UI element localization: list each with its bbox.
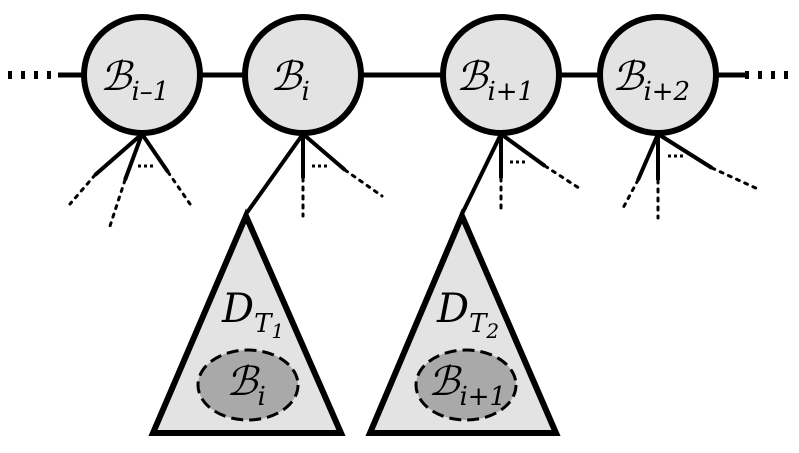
svg-text:ℬi+1: ℬi+1 <box>428 359 506 412</box>
tree-2-subscript: T <box>469 309 488 339</box>
tree-triangle-1: DT1 ℬi <box>148 208 346 436</box>
node-1-subscript: i–1 <box>131 77 169 107</box>
node-1-branches <box>68 132 192 228</box>
node-3-symbol: ℬ <box>456 54 490 100</box>
svg-text:DT1: DT1 <box>221 286 284 343</box>
svg-text:ℬi+2: ℬi+2 <box>612 54 690 107</box>
tree-1-subscript: T <box>254 309 273 339</box>
node-3-branches <box>460 132 584 216</box>
node-4-subscript: i+2 <box>643 77 690 107</box>
svg-text:ℬi+1: ℬi+1 <box>456 54 534 107</box>
node-1-symbol: ℬ <box>100 54 134 100</box>
node-2-symbol: ℬ <box>270 54 304 100</box>
node-4-symbol: ℬ <box>612 54 646 100</box>
tree-1-inner-ellipse <box>196 348 300 422</box>
node-2-branches <box>244 132 384 218</box>
chain-node-4: ℬi+2 <box>597 14 719 136</box>
tree-2-inner-symbol: ℬ <box>428 359 462 405</box>
svg-text:ℬi: ℬi <box>270 54 310 107</box>
tree-1-symbol: D <box>221 286 254 332</box>
tree-2-inner-subscript: i+1 <box>459 382 506 412</box>
node-2-subscript: i <box>301 77 309 107</box>
chain-node-2: ℬi <box>242 14 364 136</box>
tree-2-symbol: D <box>436 286 469 332</box>
tree-2-inner-ellipse <box>414 348 518 422</box>
tree-1-inner-symbol: ℬ <box>226 359 260 405</box>
node-4-branches <box>620 132 762 220</box>
chain-node-3: ℬi+1 <box>440 14 562 136</box>
tree-1-subsubscript: 1 <box>271 319 284 343</box>
chain-node-1: ℬi–1 <box>81 14 203 136</box>
svg-text:ℬi: ℬi <box>226 359 266 412</box>
tree-triangle-2: DT2 ℬi+1 <box>365 208 561 436</box>
tree-2-subsubscript: 2 <box>485 319 499 343</box>
tree-1-inner-subscript: i <box>257 382 265 412</box>
node-3-subscript: i+1 <box>487 77 534 107</box>
svg-text:DT2: DT2 <box>436 286 499 343</box>
svg-text:ℬi–1: ℬi–1 <box>100 54 169 107</box>
